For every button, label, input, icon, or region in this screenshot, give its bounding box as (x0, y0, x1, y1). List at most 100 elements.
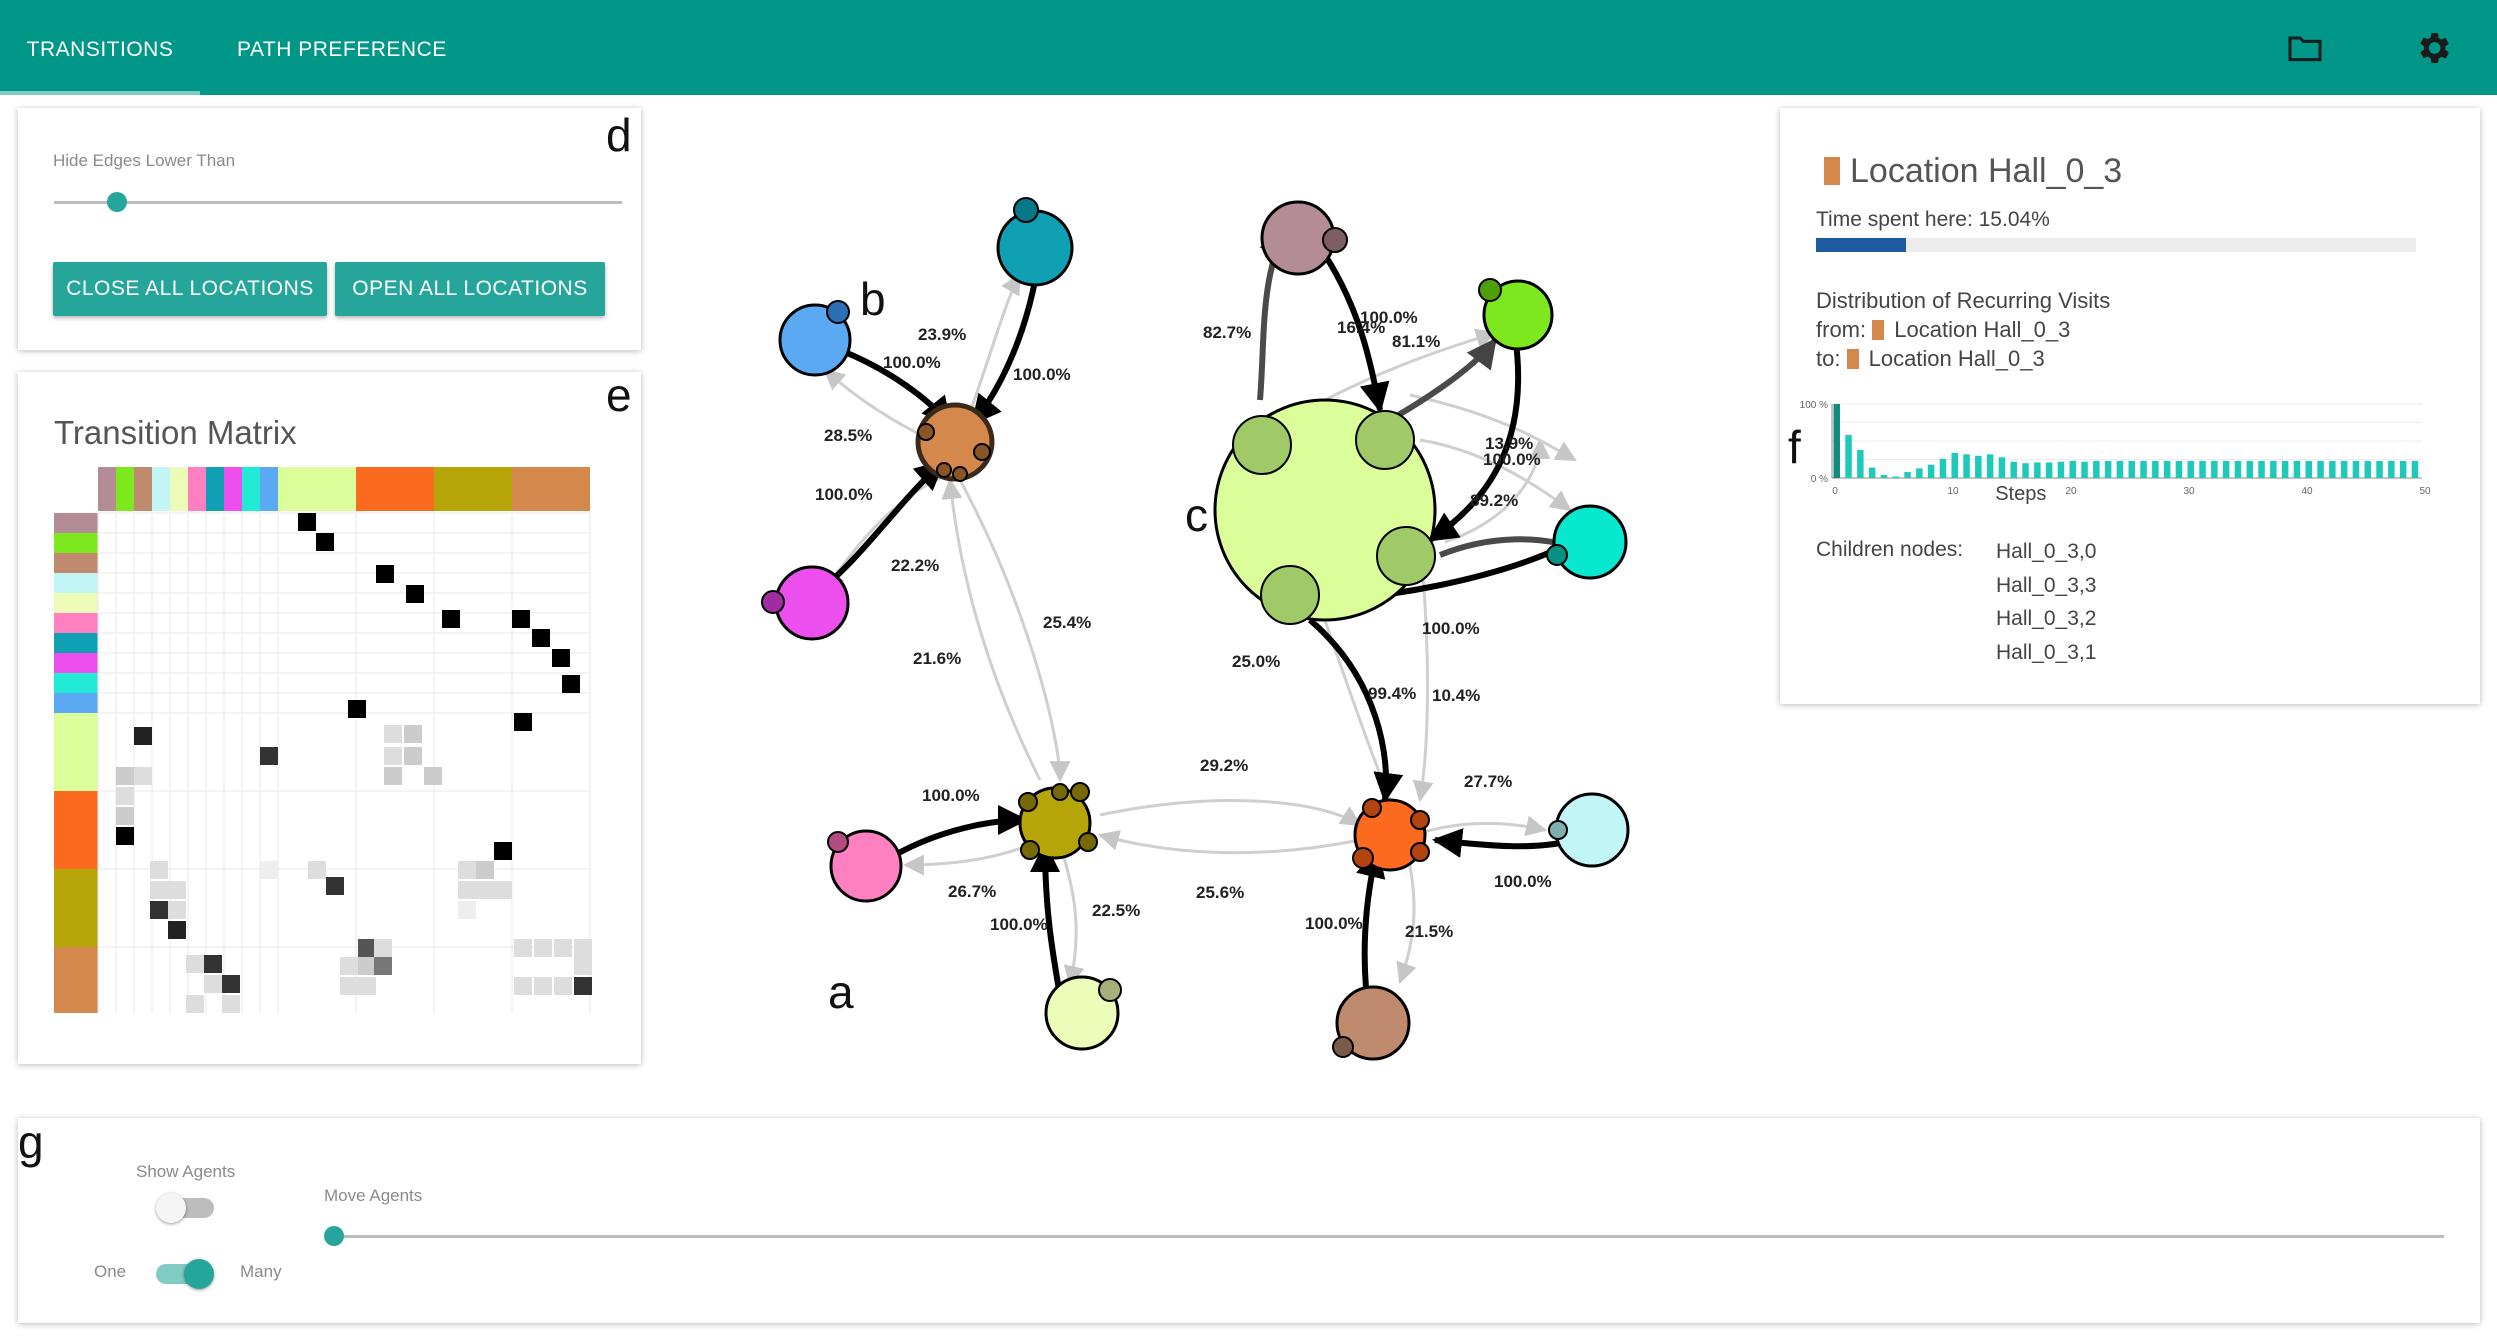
matrix-cell[interactable] (308, 861, 326, 879)
matrix-cell[interactable] (384, 725, 402, 743)
matrix-header-cell[interactable] (278, 467, 356, 511)
matrix-header-cell[interactable] (98, 467, 116, 511)
matrix-cell[interactable] (150, 901, 168, 919)
matrix-cell[interactable] (554, 977, 572, 995)
chart-bar[interactable] (2010, 461, 2017, 478)
matrix-cell[interactable] (358, 977, 376, 995)
matrix-cell[interactable] (116, 827, 134, 845)
matrix-row-cell[interactable] (54, 947, 98, 1013)
matrix-cell[interactable] (358, 957, 376, 975)
matrix-cell[interactable] (116, 767, 134, 785)
matrix-cell[interactable] (404, 747, 422, 765)
matrix-cell[interactable] (260, 861, 278, 879)
chart-bar[interactable] (2069, 460, 2076, 478)
chart-bar[interactable] (2057, 461, 2065, 478)
chart-bar[interactable] (1880, 475, 1888, 478)
graph-node[interactable] (1232, 415, 1292, 475)
matrix-cell[interactable] (384, 767, 402, 785)
matrix-cell[interactable] (494, 842, 512, 860)
matrix-header-cell[interactable] (434, 467, 512, 511)
chart-bar[interactable] (2104, 460, 2112, 478)
move-agents-track[interactable] (334, 1235, 2444, 1238)
matrix-header-cell[interactable] (260, 467, 278, 511)
chart-bar[interactable] (1857, 449, 1864, 478)
matrix-cell[interactable] (222, 995, 240, 1013)
graph-edge[interactable] (1097, 830, 1361, 855)
matrix-cell[interactable] (534, 977, 552, 995)
child-node[interactable]: Hall_0_3,3 (1996, 574, 2097, 597)
chart-bar[interactable] (2317, 460, 2324, 478)
chart-bar[interactable] (2293, 460, 2301, 478)
chart-bar[interactable] (1939, 458, 1947, 478)
matrix-cell[interactable] (186, 995, 204, 1013)
chart-bar[interactable] (2199, 460, 2206, 478)
graph-edge[interactable] (893, 805, 1028, 858)
chart-bar[interactable] (1916, 468, 1923, 478)
chart-bar[interactable] (2045, 462, 2053, 478)
graph-node[interactable] (1260, 565, 1320, 625)
matrix-row-cell[interactable] (54, 693, 98, 713)
matrix-cell[interactable] (374, 957, 392, 975)
graph-edge[interactable] (1444, 437, 1551, 544)
chart-bar[interactable] (1927, 464, 1935, 478)
chart-bar[interactable] (2352, 460, 2360, 478)
chart-bar[interactable] (2340, 460, 2348, 478)
matrix-cell[interactable] (326, 877, 344, 895)
graph-edge[interactable] (1419, 438, 1572, 512)
child-node[interactable]: Hall_0_3,2 (1996, 607, 2097, 630)
graph-node[interactable] (1355, 410, 1415, 470)
matrix-header-cell[interactable] (512, 467, 590, 511)
matrix-cell[interactable] (168, 921, 186, 939)
graph-edge[interactable] (1030, 842, 1063, 996)
chart-bar[interactable] (2329, 460, 2336, 478)
matrix-cell[interactable] (384, 747, 402, 765)
matrix-cell[interactable] (260, 747, 278, 765)
matrix-header-cell[interactable] (152, 467, 170, 511)
matrix-cell[interactable] (376, 565, 394, 583)
chart-bar[interactable] (2222, 460, 2230, 478)
matrix-cell[interactable] (562, 675, 580, 693)
graph-edge[interactable] (902, 843, 1031, 876)
matrix-header-cell[interactable] (242, 467, 260, 511)
child-node[interactable]: Hall_0_3,1 (1996, 641, 2097, 664)
chart-bar[interactable] (2211, 460, 2218, 478)
chart-bar[interactable] (1904, 472, 1911, 478)
matrix-cell[interactable] (134, 727, 152, 745)
matrix-cell[interactable] (406, 585, 424, 603)
tab-transitions[interactable]: TRANSITIONS (0, 0, 200, 95)
graph-node[interactable] (829, 829, 903, 903)
matrix-cell[interactable] (574, 957, 592, 975)
matrix-cell[interactable] (442, 610, 460, 628)
edge-threshold-thumb[interactable] (107, 192, 127, 212)
matrix-cell[interactable] (222, 975, 240, 993)
chart-bar[interactable] (1963, 454, 1970, 478)
matrix-cell[interactable] (168, 881, 186, 899)
matrix-cell[interactable] (424, 767, 442, 785)
graph-edge[interactable] (1099, 799, 1362, 827)
one-many-knob[interactable] (184, 1259, 214, 1289)
matrix-row-cell[interactable] (54, 533, 98, 553)
child-node[interactable]: Hall_0_3,0 (1996, 540, 2097, 563)
chart-bar[interactable] (2270, 460, 2277, 478)
graph-node[interactable] (1376, 526, 1436, 586)
chart-bar[interactable] (1892, 476, 1899, 478)
matrix-cell[interactable] (476, 861, 494, 879)
chart-bar[interactable] (2175, 460, 2183, 478)
matrix-cell[interactable] (116, 807, 134, 825)
matrix-row-cell[interactable] (54, 513, 98, 533)
matrix-cell[interactable] (458, 861, 476, 879)
graph-edge[interactable] (1308, 617, 1404, 803)
matrix-cell[interactable] (204, 955, 222, 973)
matrix-cell[interactable] (554, 939, 572, 957)
chart-bar[interactable] (1845, 435, 1852, 478)
matrix-cell[interactable] (348, 700, 366, 718)
edge-threshold-track[interactable] (54, 201, 622, 204)
chart-bar[interactable] (2081, 461, 2088, 478)
gear-icon[interactable] (2413, 28, 2453, 68)
matrix-cell[interactable] (298, 513, 316, 531)
matrix-row-cell[interactable] (54, 713, 98, 791)
chart-bar[interactable] (2281, 460, 2289, 478)
graph-node[interactable] (1335, 985, 1411, 1061)
chart-bar[interactable] (2034, 462, 2041, 478)
matrix-cell[interactable] (514, 713, 532, 731)
